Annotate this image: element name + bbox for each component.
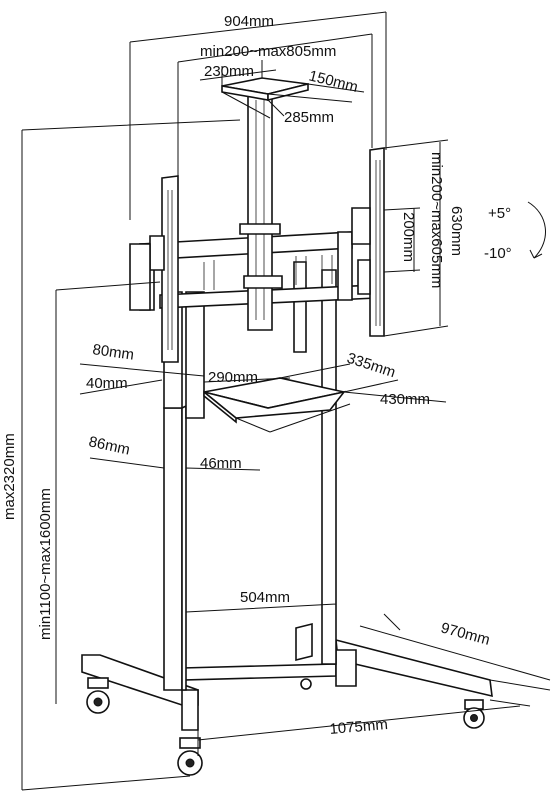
label-max-height: max2320mm — [1, 433, 18, 520]
label-overall-width: 904mm — [224, 13, 274, 30]
caster-front-right — [177, 737, 203, 776]
label-shelf-depth: 335mm — [345, 350, 398, 382]
base-frame — [81, 622, 493, 731]
left-vesa-arm — [129, 175, 179, 363]
label-top-plate-depth: 150mm — [307, 67, 360, 96]
label-bracket-height: 200mm — [400, 212, 417, 262]
center-post — [239, 87, 283, 331]
label-shelf-length: 430mm — [380, 391, 430, 408]
label-top-plate-width: 230mm — [204, 63, 254, 80]
casters — [86, 677, 485, 776]
caster-rear-left — [300, 678, 312, 690]
label-height-range: min1100~max1600mm — [37, 488, 54, 640]
label-vesa-width-range: min200~max805mm — [200, 43, 336, 60]
label-tilt-down: -10° — [484, 245, 512, 262]
caster-rear-right — [463, 699, 485, 729]
label-base-width: 1075mm — [329, 716, 389, 738]
label-base-depth: 970mm — [439, 619, 492, 648]
label-vesa-height: 630mm — [448, 206, 465, 256]
shelf — [203, 377, 346, 424]
label-shelf-offset-upper: 80mm — [91, 341, 135, 364]
dimension-lines — [21, 11, 551, 791]
label-top-plate-length: 285mm — [284, 109, 334, 126]
dimension-labels: 904mm min200~max805mm 230mm 150mm 285mm … — [1, 13, 512, 738]
label-tilt-up: +5° — [488, 205, 511, 222]
tv-stand — [81, 77, 493, 776]
label-column-width: 46mm — [200, 455, 242, 472]
caster-front-left — [86, 677, 110, 714]
label-column-offset: 86mm — [87, 433, 131, 458]
label-base-inner-width: 504mm — [240, 589, 290, 606]
label-vesa-height-range: min200~max605mm — [428, 152, 445, 288]
label-shelf-offset-lower: 40mm — [86, 375, 128, 392]
right-vesa-arm — [351, 147, 385, 337]
top-plate — [221, 77, 309, 102]
label-shelf-width: 290mm — [208, 369, 258, 386]
